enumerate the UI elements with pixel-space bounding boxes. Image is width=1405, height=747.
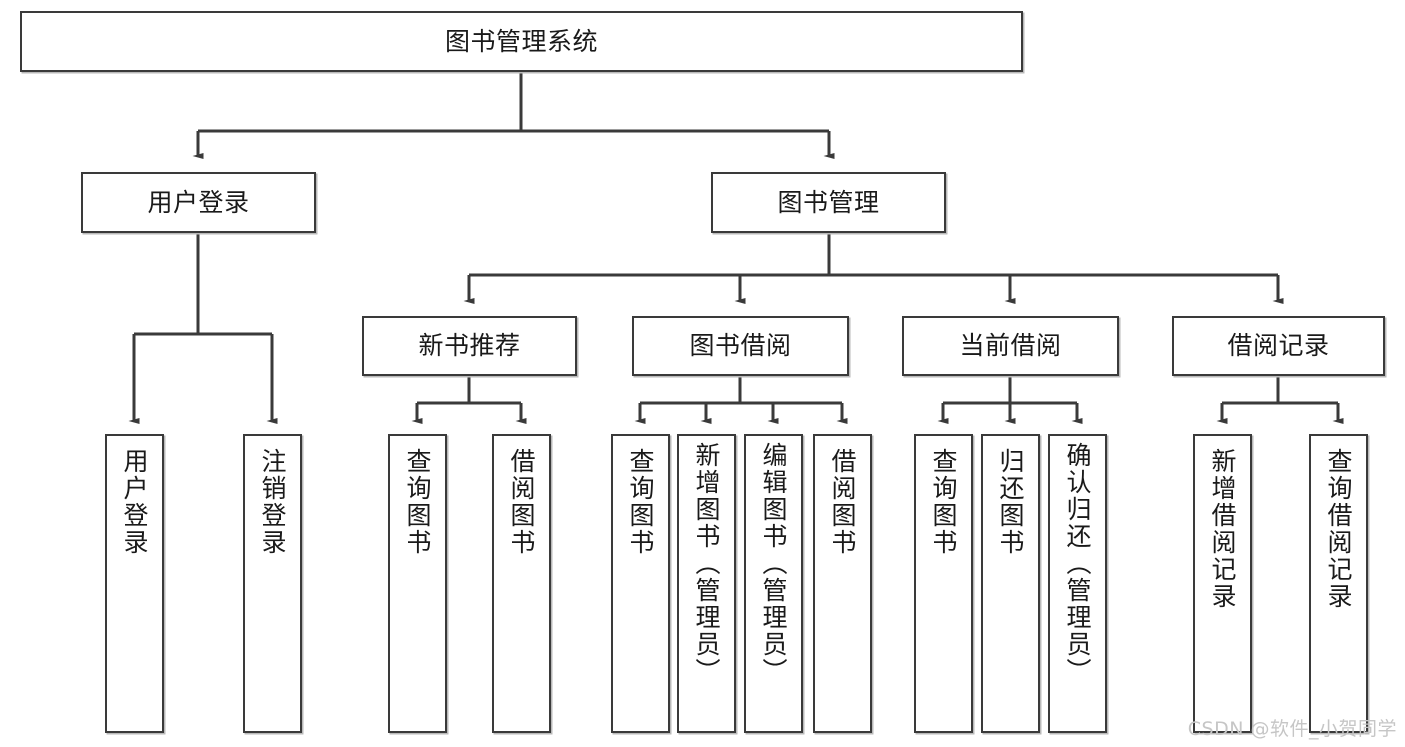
node-label: 图书管理: [777, 187, 880, 217]
leaf-user-logout[interactable]: 注销登录: [243, 434, 302, 733]
leaf-add-borrowing-record[interactable]: 新增借阅记录: [1193, 434, 1252, 733]
node-label: 借阅记录: [1227, 331, 1330, 361]
node-root-book-management-system[interactable]: 图书管理系统: [20, 11, 1023, 72]
node-label: 查询借阅记录: [1324, 448, 1353, 610]
node-user-login[interactable]: 用户登录: [81, 172, 316, 233]
node-label: 确认归还（管理员）: [1063, 442, 1092, 685]
node-label: 图书管理系统: [444, 26, 598, 56]
node-book-borrowing[interactable]: 图书借阅: [632, 316, 849, 376]
leaf-query-book-current[interactable]: 查询图书: [914, 434, 973, 733]
node-label: 查询图书: [403, 448, 432, 556]
node-book-management[interactable]: 图书管理: [711, 172, 946, 233]
leaf-borrow-book-borrowing[interactable]: 借阅图书: [813, 434, 872, 733]
node-label: 归还图书: [996, 448, 1025, 556]
node-label: 新增借阅记录: [1208, 448, 1237, 610]
node-current-borrowing[interactable]: 当前借阅: [902, 316, 1119, 376]
node-label: 查询图书: [626, 448, 655, 556]
node-borrowing-record[interactable]: 借阅记录: [1172, 316, 1385, 376]
node-label: 查询图书: [929, 448, 958, 556]
leaf-query-borrowing-record[interactable]: 查询借阅记录: [1309, 434, 1368, 733]
node-label: 借阅图书: [507, 448, 536, 556]
node-label: 用户登录: [147, 187, 250, 217]
node-label: 新增图书（管理员）: [692, 442, 721, 685]
leaf-confirm-return-admin[interactable]: 确认归还（管理员）: [1048, 434, 1107, 733]
leaf-borrow-book-new-recommendation[interactable]: 借阅图书: [492, 434, 551, 733]
leaf-add-book-admin[interactable]: 新增图书（管理员）: [677, 434, 736, 733]
node-label: 图书借阅: [689, 331, 792, 361]
node-label: 借阅图书: [828, 448, 857, 556]
node-label: 新书推荐: [418, 331, 521, 361]
leaf-return-book[interactable]: 归还图书: [981, 434, 1040, 733]
leaf-query-book-new-recommendation[interactable]: 查询图书: [388, 434, 447, 733]
csdn-watermark: CSDN @软件_小贺同学: [1187, 718, 1397, 740]
node-new-book-recommendation[interactable]: 新书推荐: [362, 316, 577, 376]
node-label: 注销登录: [258, 448, 287, 556]
leaf-user-login[interactable]: 用户登录: [105, 434, 164, 733]
node-label: 编辑图书（管理员）: [759, 442, 788, 685]
node-label: 用户登录: [120, 448, 149, 556]
leaf-edit-book-admin[interactable]: 编辑图书（管理员）: [744, 434, 803, 733]
leaf-query-book-borrowing[interactable]: 查询图书: [611, 434, 670, 733]
node-label: 当前借阅: [959, 331, 1062, 361]
